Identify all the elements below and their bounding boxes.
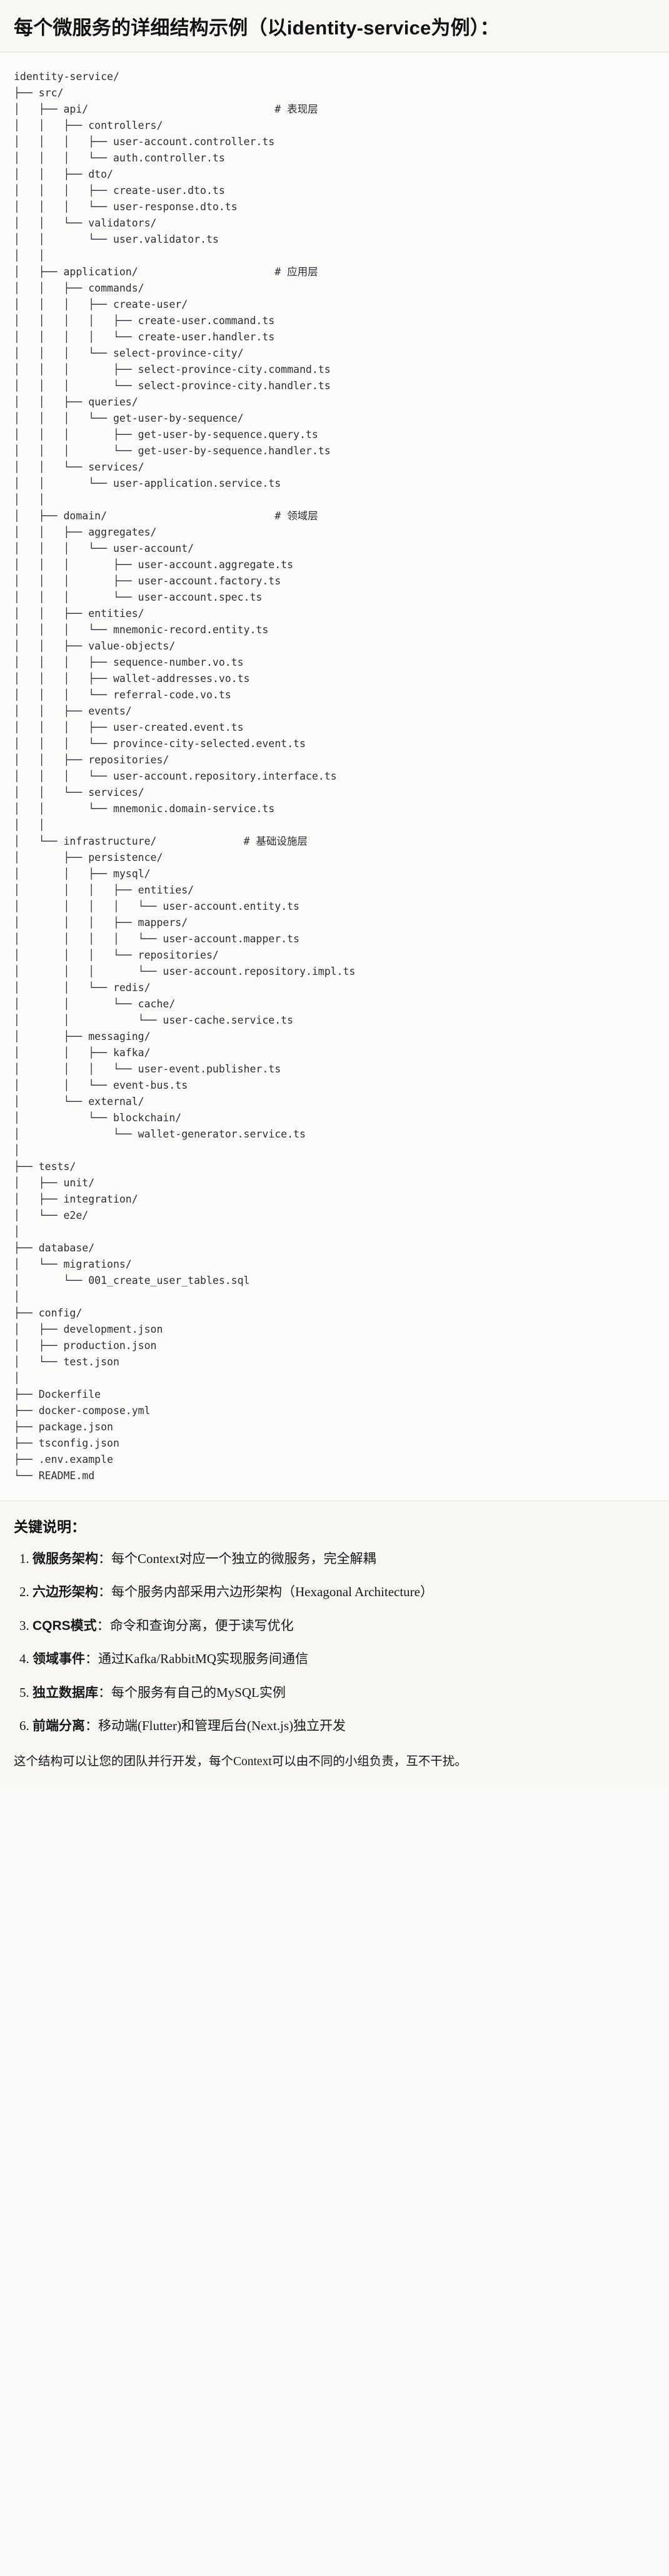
note-label: 独立数据库 [33, 1685, 98, 1700]
list-item: 微服务架构：每个Context对应一个独立的微服务，完全解耦 [33, 1549, 655, 1570]
directory-tree-block: identity-service/ ├── src/ │ ├── api/ # … [0, 52, 669, 1501]
note-text: 命令和查询分离，便于读写优化 [109, 1617, 294, 1633]
note-text: 每个服务有自己的MySQL实例 [111, 1684, 286, 1700]
page-title: 每个微服务的详细结构示例（以identity-service为例）： [14, 17, 500, 39]
key-notes-block: 关键说明： 微服务架构：每个Context对应一个独立的微服务，完全解耦 六边形… [0, 1500, 669, 1788]
note-separator: ： [98, 1550, 111, 1566]
note-separator: ： [98, 1584, 111, 1600]
note-separator: ： [96, 1617, 110, 1633]
list-item: 前端分离：移动端(Flutter)和管理后台(Next.js)独立开发 [33, 1716, 655, 1737]
directory-tree: identity-service/ ├── src/ │ ├── api/ # … [14, 70, 356, 1482]
key-notes-list: 微服务架构：每个Context对应一个独立的微服务，完全解耦 六边形架构：每个服… [14, 1549, 655, 1737]
note-label: 微服务架构 [33, 1551, 98, 1566]
note-separator: ： [85, 1718, 98, 1734]
note-text: 每个服务内部采用六边形架构（Hexagonal Architecture） [111, 1584, 433, 1600]
note-text: 通过Kafka/RabbitMQ实现服务间通信 [98, 1651, 308, 1667]
list-item: 独立数据库：每个服务有自己的MySQL实例 [33, 1683, 655, 1704]
note-label: CQRS模式 [33, 1618, 97, 1633]
note-text: 移动端(Flutter)和管理后台(Next.js)独立开发 [98, 1718, 346, 1734]
note-label: 领域事件 [33, 1652, 85, 1667]
list-item: 领域事件：通过Kafka/RabbitMQ实现服务间通信 [33, 1649, 655, 1670]
list-item: 六边形架构：每个服务内部采用六边形架构（Hexagonal Architectu… [33, 1582, 655, 1603]
header: 每个微服务的详细结构示例（以identity-service为例）： [0, 0, 669, 53]
note-text: 每个Context对应一个独立的微服务，完全解耦 [111, 1550, 376, 1566]
note-separator: ： [98, 1684, 111, 1700]
note-label: 六边形架构 [33, 1585, 98, 1600]
list-item: CQRS模式：命令和查询分离，便于读写优化 [33, 1616, 655, 1637]
key-notes-title: 关键说明： [14, 1518, 86, 1535]
note-separator: ： [85, 1651, 98, 1667]
page-root: 每个微服务的详细结构示例（以identity-service为例）： ident… [0, 0, 669, 1788]
closing-note: 这个结构可以让您的团队并行开发，每个Context可以由不同的小组负责，互不干扰… [14, 1755, 467, 1769]
note-label: 前端分离 [33, 1719, 85, 1734]
